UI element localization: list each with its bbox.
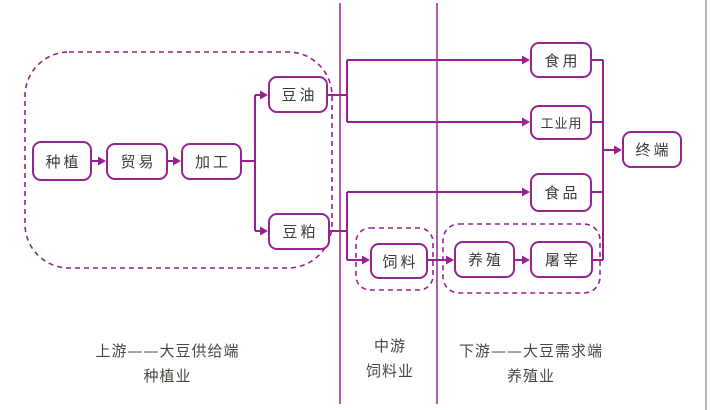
node-label: 食品 <box>544 184 581 202</box>
section-label-upstream: 上游——大豆供给端 种植业 <box>60 339 275 389</box>
node-industrial-use: 工业用 <box>530 105 592 140</box>
node-food: 食品 <box>530 173 592 212</box>
node-slaughter: 屠宰 <box>530 241 593 278</box>
section-line1: 下游——大豆需求端 <box>458 342 603 360</box>
section-label-midstream: 中游 饲料业 <box>348 334 432 384</box>
section-line1: 上游——大豆供给端 <box>95 342 240 360</box>
section-label-downstream: 下游——大豆需求端 养殖业 <box>432 339 630 389</box>
node-label: 食用 <box>544 51 581 70</box>
section-line1: 中游 <box>373 337 406 355</box>
node-label: 养殖 <box>467 251 504 269</box>
node-soybean-meal: 豆粕 <box>268 213 330 250</box>
node-label: 加工 <box>194 153 231 171</box>
node-soybean-oil: 豆油 <box>268 76 328 113</box>
wires <box>92 59 615 261</box>
node-feed: 饲料 <box>370 243 428 279</box>
node-label: 屠宰 <box>544 251 581 269</box>
group-outlines <box>24 51 601 294</box>
node-label: 工业用 <box>540 117 583 132</box>
node-label: 饲料 <box>382 252 419 271</box>
node-trade: 贸易 <box>106 143 168 180</box>
node-label: 豆粕 <box>282 223 319 241</box>
upstream-group-outline <box>24 51 333 269</box>
node-label: 种植 <box>45 152 82 171</box>
lane-divider-lines <box>339 3 438 404</box>
node-planting: 种植 <box>32 141 92 181</box>
breeding-group-outline <box>442 223 601 294</box>
node-processing: 加工 <box>181 143 242 180</box>
section-line2: 养殖业 <box>506 367 555 385</box>
section-line2: 饲料业 <box>365 362 414 380</box>
node-label: 终端 <box>635 141 672 159</box>
node-breeding: 养殖 <box>454 241 515 278</box>
node-label: 豆油 <box>281 86 318 104</box>
arrowheads <box>98 55 622 265</box>
section-line2: 种植业 <box>143 367 192 385</box>
node-terminal: 终端 <box>622 131 682 168</box>
node-label: 贸易 <box>120 153 157 171</box>
node-edible: 食用 <box>530 42 592 78</box>
